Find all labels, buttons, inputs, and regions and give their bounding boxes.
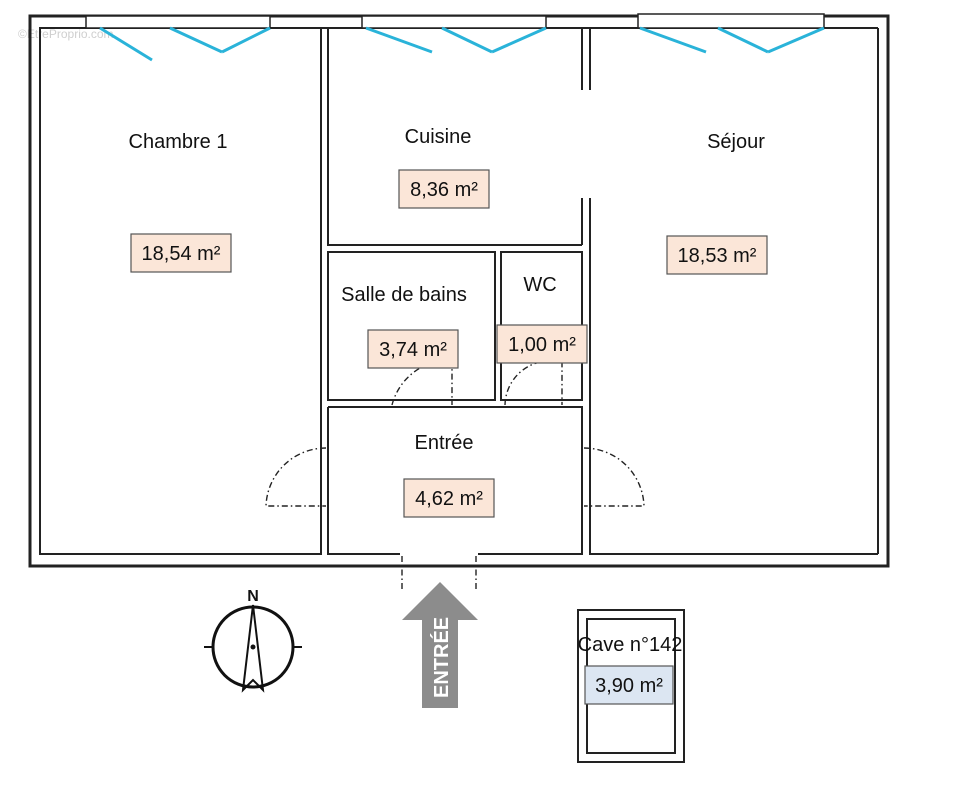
area-sejour: 18,53 m²: [666, 235, 768, 275]
entrance-arrow-label: ENTRÉE: [430, 617, 453, 698]
inner-walls: [39, 27, 878, 555]
arrow-shape: [402, 582, 478, 708]
area-cuisine: 8,36 m²: [398, 169, 490, 209]
window-sejour: [639, 26, 825, 54]
area-chambre: 18,54 m²: [130, 233, 232, 273]
room-label-cuisine: Cuisine: [405, 126, 472, 148]
chambre-walls: [39, 27, 322, 555]
area-value-sejour: 18,53 m²: [678, 245, 757, 267]
area-value-entree: 4,62 m²: [415, 488, 483, 510]
area-wc: 1,00 m²: [496, 324, 588, 364]
cave: Cave n°142 3,90 m²: [577, 609, 685, 763]
windows: [85, 13, 825, 62]
door-wc: [504, 361, 563, 406]
room-label-cave: Cave n°142: [578, 634, 683, 656]
room-label-sejour: Séjour: [707, 131, 765, 153]
door-chambre: [265, 447, 327, 507]
compass-needle: [241, 604, 265, 693]
window-sejour-frame: [637, 13, 825, 29]
room-label-sdb: Salle de bains: [341, 284, 467, 306]
room-label-wc: WC: [523, 274, 556, 296]
sejour-walls: [581, 28, 878, 555]
window-cuisine: [365, 26, 547, 54]
cave-outer: [577, 609, 685, 763]
compass: N: [204, 588, 302, 693]
entree-walls: [327, 406, 583, 555]
area-value-sdb: 3,74 m²: [379, 339, 447, 361]
area-value-cuisine: 8,36 m²: [410, 179, 478, 201]
area-sdb: 3,74 m²: [367, 329, 459, 369]
watermark: ©EtreProprio.com: [18, 27, 114, 41]
entrance-arrow: ENTRÉE: [402, 582, 478, 708]
room-label-chambre: Chambre 1: [129, 131, 228, 153]
window-cuisine-frame: [361, 15, 547, 29]
doors: [265, 359, 645, 590]
room-label-entree: Entrée: [415, 432, 474, 454]
door-sejour: [583, 447, 645, 507]
area-value-chambre: 18,54 m²: [142, 243, 221, 265]
sdb-walls: [327, 251, 496, 401]
compass-north-label: N: [247, 588, 259, 605]
area-entree: 4,62 m²: [403, 478, 495, 518]
area-value-wc: 1,00 m²: [508, 334, 576, 356]
window-chambre: [99, 26, 271, 62]
window-chambre-frame: [85, 15, 271, 29]
cuisine-walls: [327, 28, 583, 246]
compass-center: [250, 644, 256, 650]
area-value-cave: 3,90 m²: [595, 675, 663, 697]
door-entree: [401, 556, 477, 590]
